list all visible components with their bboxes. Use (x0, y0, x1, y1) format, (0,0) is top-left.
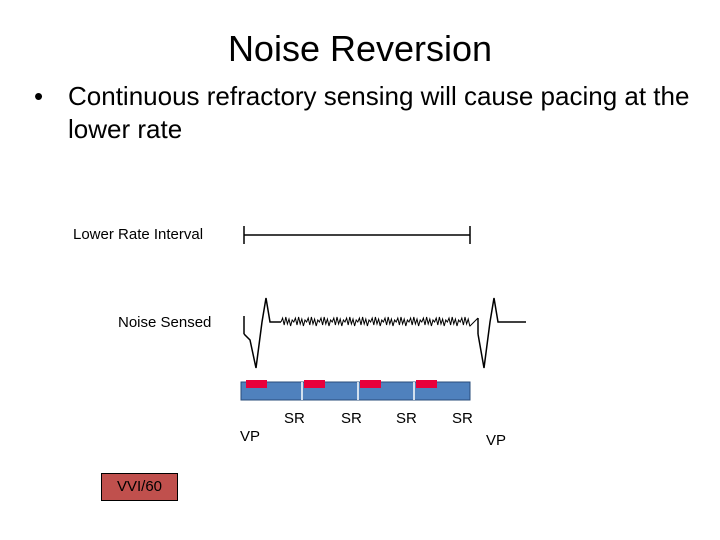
bullet-text: Continuous refractory sensing will cause… (68, 81, 690, 144)
slide-title: Noise Reversion (227, 28, 493, 69)
refractory-marker (304, 380, 325, 388)
event-label-vp: VP (486, 432, 507, 449)
timing-bar (240, 380, 471, 401)
pacing-mode-badge: VVI/60 (101, 473, 178, 501)
paced-complex-right (477, 297, 526, 369)
paced-complex-left (243, 297, 281, 369)
refractory-marker (360, 380, 381, 388)
refractory-marker (416, 380, 437, 388)
event-label-sr: SR (341, 410, 362, 427)
bullet-dot-icon: • (34, 81, 44, 111)
refractory-marker (246, 380, 267, 388)
timing-bar-fill (240, 381, 471, 401)
event-label-vp: VP (240, 428, 261, 445)
event-label-sr: SR (284, 410, 305, 427)
event-label-sr: SR (396, 410, 417, 427)
lower-rate-interval-label: Lower Rate Interval (73, 226, 204, 243)
noise-sensed-label: Noise Sensed (118, 314, 212, 331)
lower-rate-interval-bracket (243, 226, 471, 244)
ecg-trace (243, 297, 526, 369)
noise-signal (280, 316, 479, 327)
event-label-sr: SR (452, 410, 473, 427)
